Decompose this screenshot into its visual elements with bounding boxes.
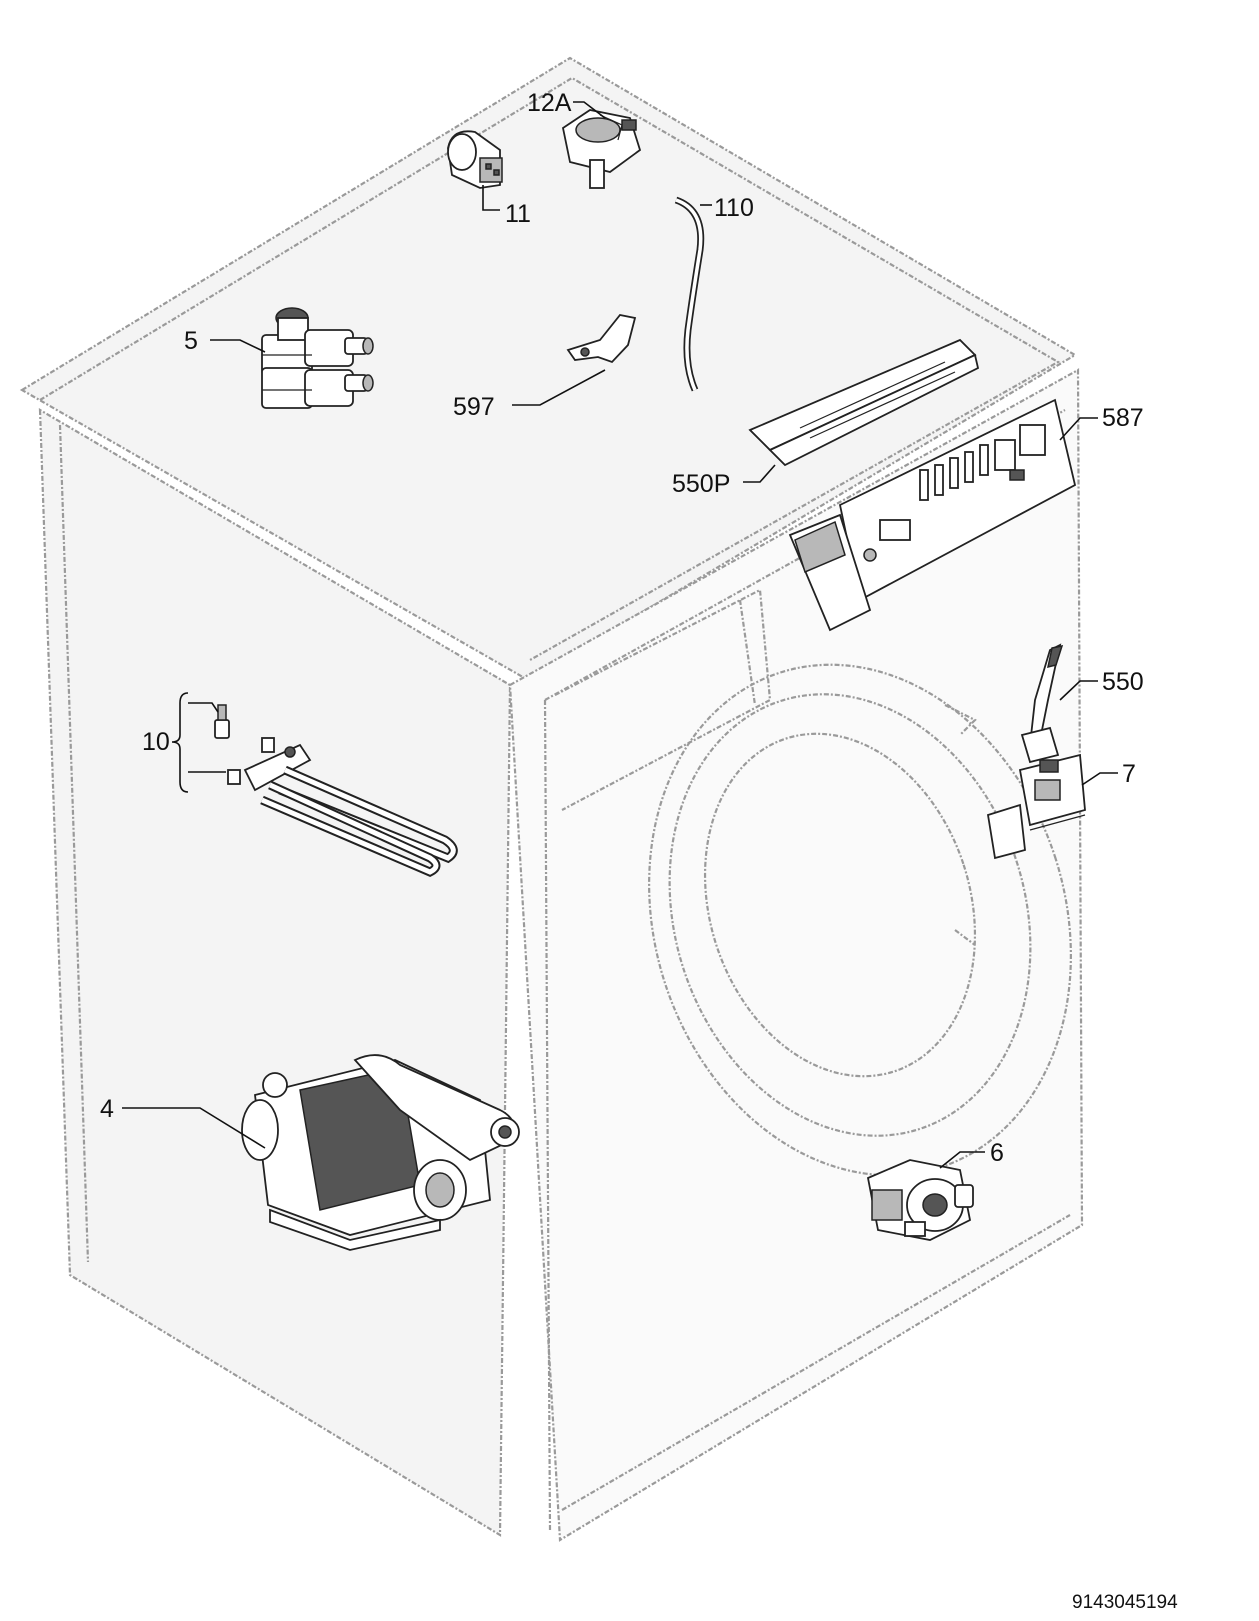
label-110: 110 bbox=[714, 194, 754, 222]
door-interlock-part-7 bbox=[986, 753, 1086, 860]
label-550: 550 bbox=[1102, 668, 1144, 696]
label-587: 587 bbox=[1102, 404, 1144, 432]
label-5: 5 bbox=[184, 327, 198, 355]
part-labels: 12A 11 110 5 597 587 550P 550 10 7 4 6 bbox=[100, 89, 1144, 1167]
heating-element-part-10 bbox=[214, 704, 458, 877]
label-550p: 550P bbox=[672, 470, 730, 498]
hose-part-110 bbox=[674, 196, 705, 392]
label-12a: 12A bbox=[527, 89, 572, 117]
pressure-switch-part-12a bbox=[561, 109, 642, 189]
drain-pump-part-6 bbox=[866, 1159, 974, 1241]
inlet-valve-part-5 bbox=[261, 307, 374, 409]
panel-cover-part-550p bbox=[748, 338, 980, 467]
motor-part-4 bbox=[241, 1054, 520, 1251]
bracket-part-597 bbox=[566, 314, 637, 364]
label-6: 6 bbox=[990, 1139, 1004, 1167]
label-11: 11 bbox=[505, 200, 531, 228]
label-10: 10 bbox=[142, 728, 170, 756]
leader-lines bbox=[122, 101, 1118, 1169]
board-components bbox=[863, 424, 1046, 562]
document-number: 9143045194 bbox=[1072, 1592, 1178, 1613]
suppressor-part-11 bbox=[447, 130, 503, 189]
electronic-board-part-587 bbox=[788, 398, 1077, 632]
label-597: 597 bbox=[453, 393, 495, 421]
door-lever-part-550 bbox=[1020, 643, 1064, 764]
label-7: 7 bbox=[1122, 760, 1136, 788]
label-4: 4 bbox=[100, 1095, 114, 1123]
washing-machine-body bbox=[19, 56, 1084, 1542]
